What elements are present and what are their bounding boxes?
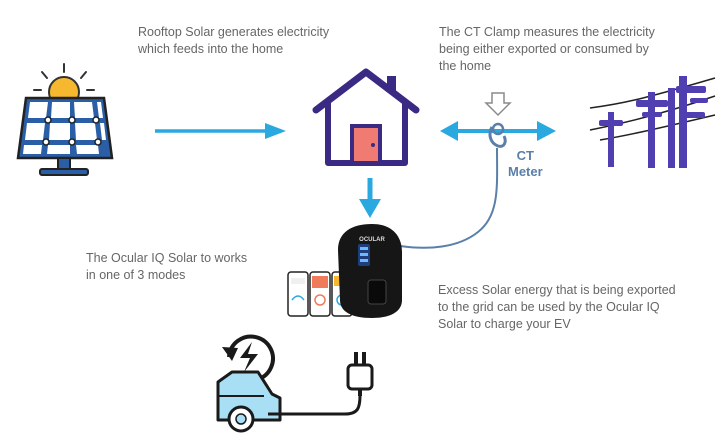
ct-wire (399, 147, 499, 249)
ct-clamp-caption: The CT Clamp measures the electricity be… (439, 25, 655, 73)
ocular-charger-icon (338, 224, 402, 318)
ct-meter-label: CT Meter (508, 148, 543, 180)
house-icon (312, 68, 420, 166)
excess-solar-caption: Excess Solar energy that is being export… (438, 283, 676, 331)
modes-caption: The Ocular IQ Solar to works in one of 3… (86, 251, 248, 282)
solar-caption: Rooftop Solar generates electricity whic… (138, 25, 330, 56)
solar-panel-icon (16, 63, 114, 176)
ct-clamp-down-arrow (484, 92, 512, 117)
ct-meter-label-line2: Meter (508, 164, 543, 179)
charging-cable (268, 388, 362, 416)
grid-bidirectional-arrow (440, 121, 556, 141)
plug-icon (346, 352, 374, 396)
power-lines-icon (589, 76, 716, 168)
solar-to-home-arrow (155, 123, 286, 139)
ev-car-icon (216, 370, 282, 433)
home-to-charger-arrow (359, 178, 381, 218)
ct-meter-label-line1: CT (516, 148, 535, 163)
ct-clamp-icon (488, 122, 507, 148)
